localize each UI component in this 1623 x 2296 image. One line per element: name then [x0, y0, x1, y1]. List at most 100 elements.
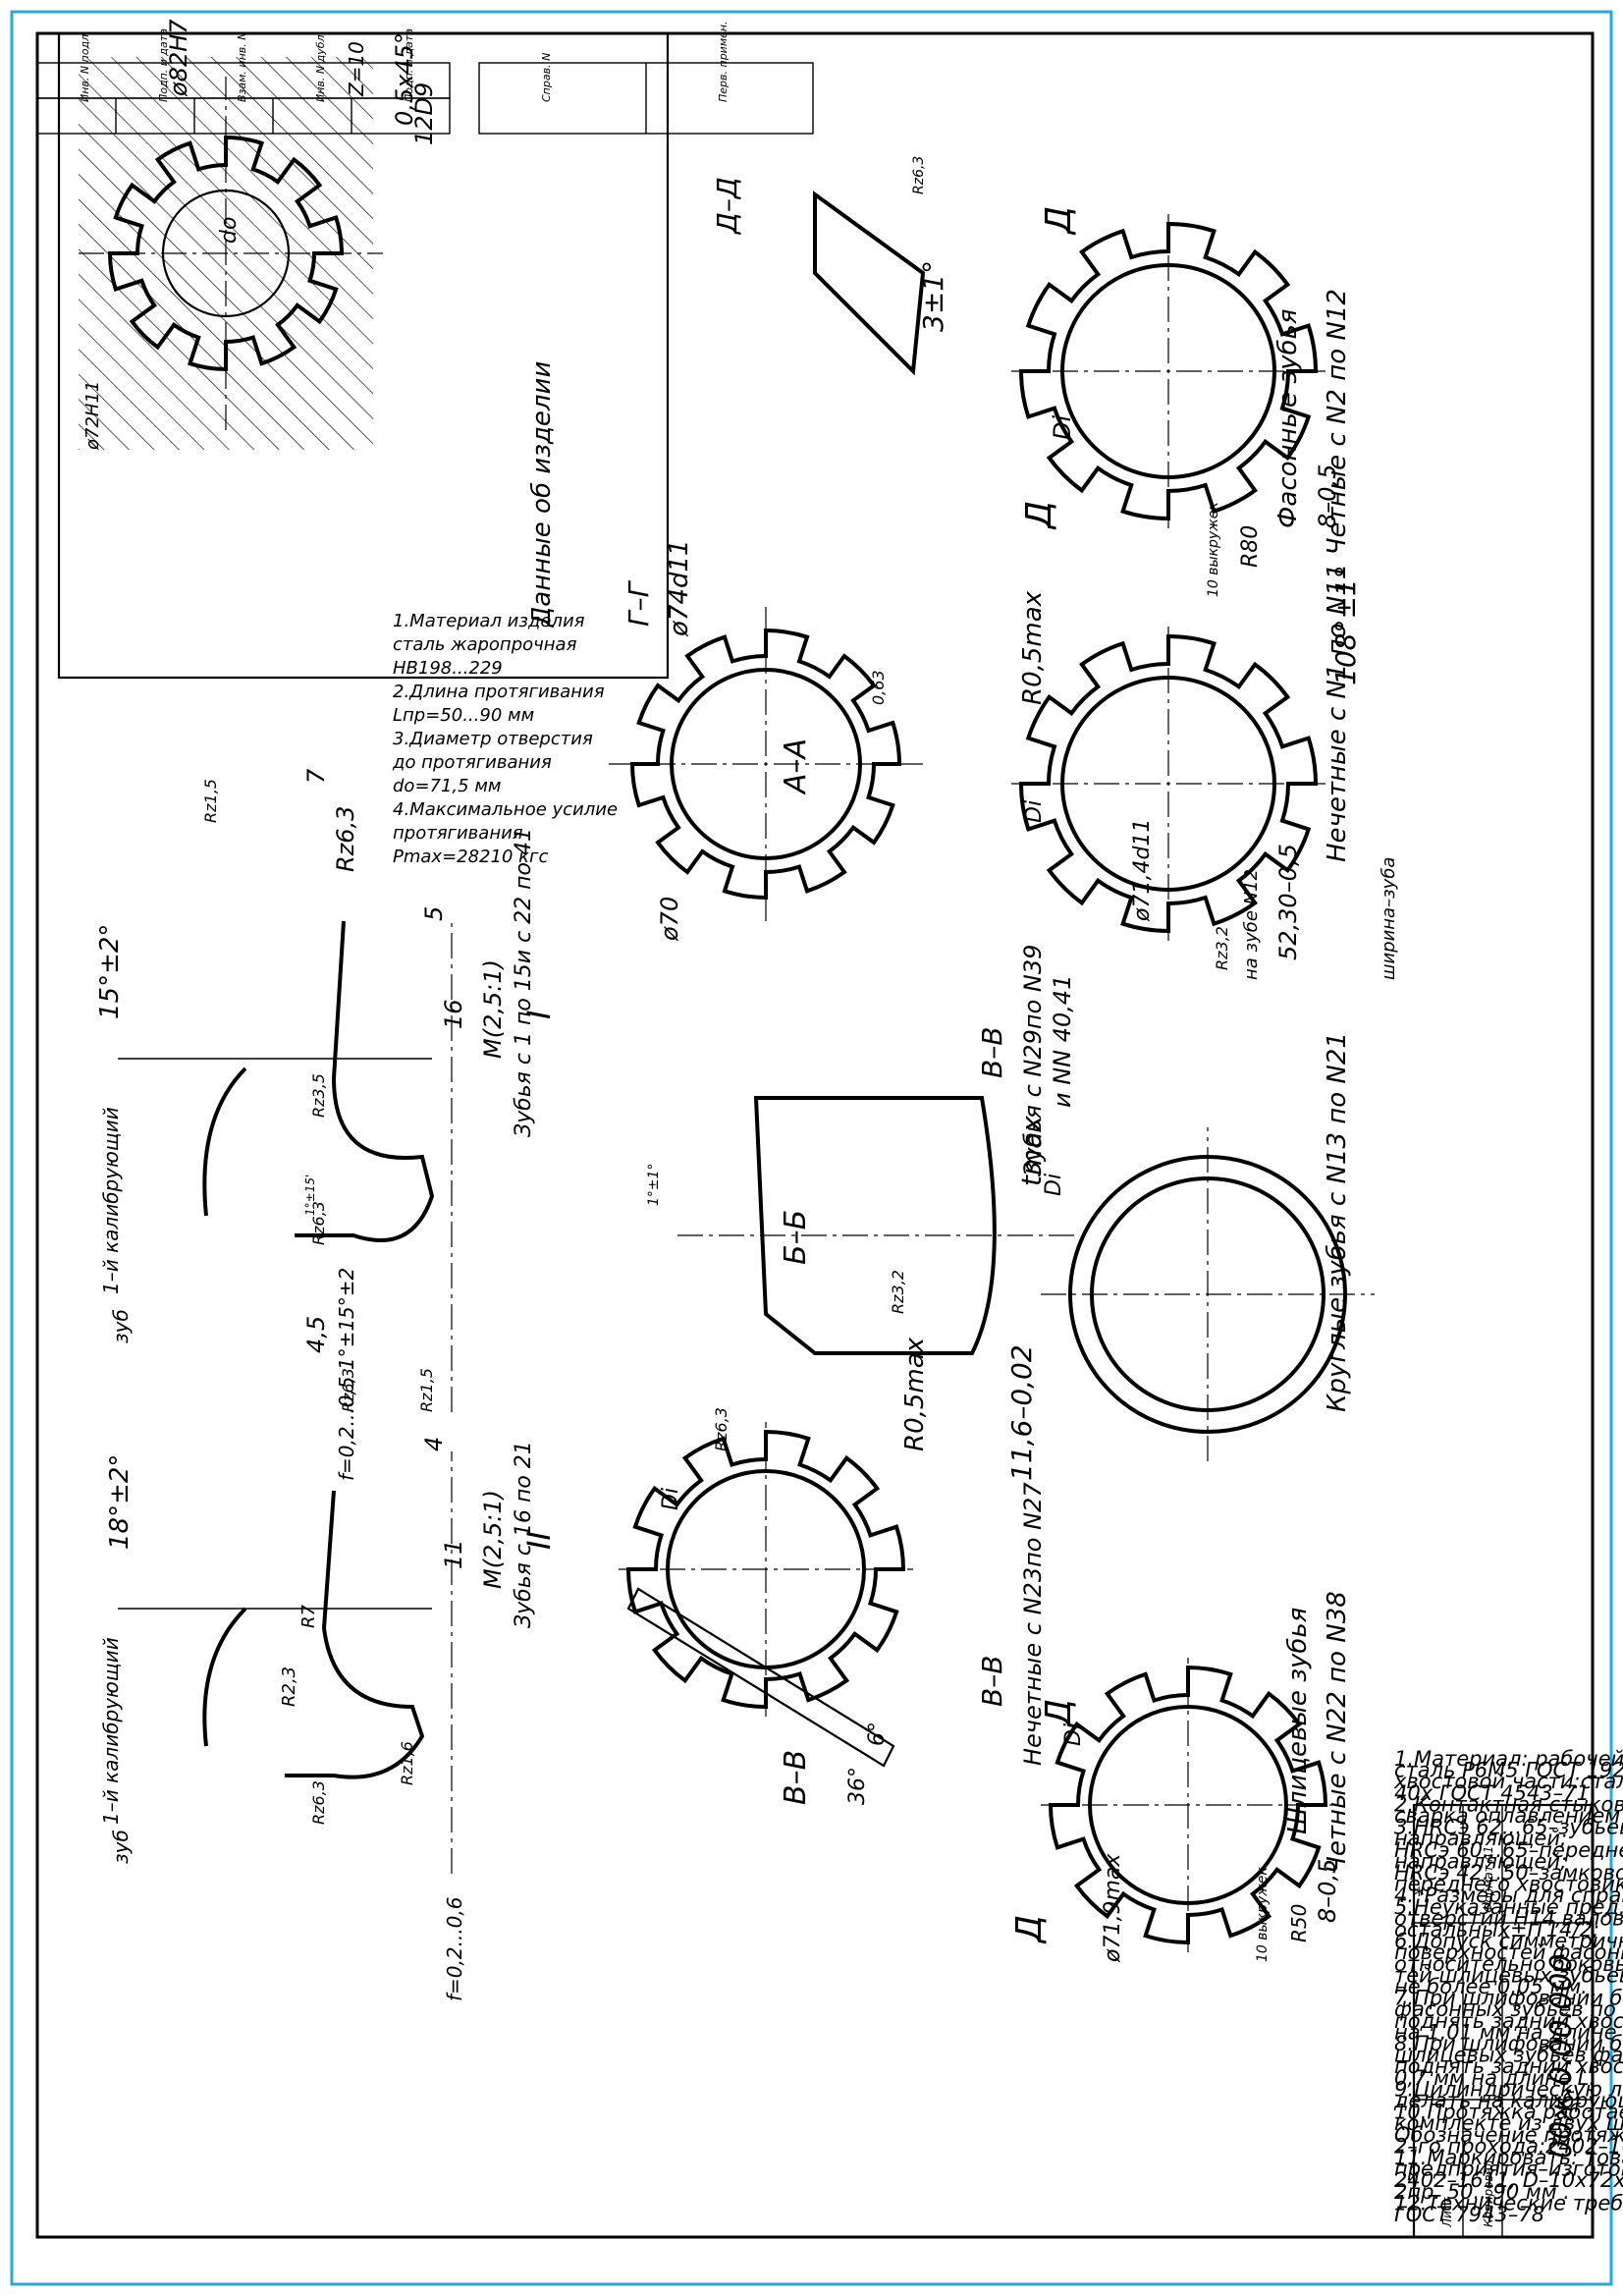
rz35-i: Rz3,5 [309, 1073, 328, 1118]
note-line: отверстий H14,валов h14; [1394, 1906, 1623, 1930]
section-vv-caption-2: Четные с N22 по N38 [1323, 1591, 1352, 1874]
format-label: Формат A1 [1482, 1846, 1495, 1913]
product-data-item: do=71,5 мм [393, 776, 501, 796]
detail-ii-teeth: Зубья с 16 по 21 [512, 1441, 536, 1628]
product-data-item: 4.Максимальное усилие [393, 799, 618, 820]
dim-r50: R50 [1287, 1904, 1311, 1942]
dim-d82: ø82H7 [165, 19, 192, 97]
dim-w8: 8–0,5 [1314, 465, 1341, 528]
note-line: 5.Неуказанные пред. откл. размеров: [1394, 1895, 1623, 1919]
outer-border [10, 10, 1613, 2286]
stamp-label-7: Перв. примен. [717, 21, 730, 102]
dim-z: Z=10 [345, 41, 368, 97]
note-line: 9.Цилиндрическую ленточку f [1394, 2077, 1623, 2101]
section-vb-title: В–В [976, 1027, 1008, 1078]
note-line: 7.При шлифовании боковых поверхн. [1394, 1987, 1623, 2010]
calib-i: 1–й калибрующий [99, 1107, 123, 1294]
section-vv-view: 8–0,5 R50 10 выкружек ø71,9max Д Д Di [1009, 1658, 1341, 1963]
note-line: 4.*Размеры для справок [1394, 1884, 1623, 1907]
note-line: 11.Маркировать: товарный знак [1394, 2146, 1623, 2169]
workpiece-section: ø82H7 ø72H11 Z=10 0,5x45° 12D9 do [79, 19, 438, 451]
detail-i-teeth: Зубья с 1 по 15и с 22 по 41 [512, 828, 536, 1137]
note-line: предприятия–изготовителя, [1394, 2158, 1623, 2181]
stamp-label-5: Подп. и дата [403, 28, 415, 102]
dim-d16: 16 [440, 999, 467, 1029]
note-line: 6.Допуск симметричности боковых [1394, 1930, 1623, 1953]
dim-w8-b: 8–0,5 [1314, 1859, 1341, 1923]
calib-ii: 1–й калибрующий [99, 1637, 123, 1825]
dim-r80: R80 [1238, 525, 1263, 568]
note-line: фасонных зубьев по варианту 2 [1394, 1997, 1623, 2021]
section-gg-view: ø74d11 0,63 ø70 [609, 539, 923, 942]
dim-ang52: 52,30–0,5 [1274, 844, 1302, 960]
section-v2-caption: Нечетные с N23по N27 [1019, 1482, 1047, 1766]
rz63-v: Rz6,3 [712, 1407, 730, 1451]
dim-d45: 4,5 [302, 1316, 330, 1353]
section-aa-title: А–А [779, 738, 813, 795]
technical-requirements: 1.Материал: рабочей части – сталь Р6М5 Г… [1393, 1747, 1623, 2226]
dim-f2: f=0,2...0,6 [443, 1897, 466, 2001]
rz63-i2: Rz6,3 [309, 1201, 328, 1245]
section-bb-caption: Круглые зубья с N13 по N21 [1323, 1032, 1352, 1412]
note-line: хвостовой части:сталь марки [1393, 1770, 1623, 1793]
note-line: остальных±IT14/2; [1394, 1918, 1599, 1941]
note-line: 10.Протяжка работает в [1394, 2101, 1623, 2124]
note-line: HRCэ 60...65–передней [1394, 1838, 1623, 1862]
dim-r05-b: R0,5max [900, 1337, 930, 1451]
detail-ii-title: II [520, 1531, 558, 1550]
dim-cuts10: 10 выкружек [1206, 502, 1221, 597]
note-line: 12.Технические требования–по [1394, 2191, 1623, 2214]
note-line: поверхностей фасонных зубьев [1394, 1941, 1623, 1964]
dim-ang108: 108°±1° [1329, 565, 1362, 685]
detail-i: 7 Rz6,3 Rz1,5 5 16 15°±2° Rz3,5 Rz6,3 1°… [95, 768, 467, 1481]
section-aa-caption-2: Нечетные с N1 по N11 Четные с N2 по N12 [1323, 289, 1352, 862]
product-data-item: 1.Материал изделия [393, 611, 585, 631]
detail-i-title: I [520, 1011, 558, 1019]
dim-di-4: Di [1061, 1723, 1086, 1746]
section-v2-title: В–В [976, 1656, 1008, 1707]
dim-di-2: Di [1022, 800, 1047, 823]
note-line: 40х ГОСТ 4543–71 [1394, 1781, 1590, 1805]
detail-i-scale: M(2,5:1) [479, 959, 507, 1059]
dim-d7140: ø71,4d11 [1130, 819, 1155, 922]
dim-cuts10-b: 10 выкружек [1255, 1867, 1271, 1962]
dim-ang1: 1°±1° [646, 1163, 662, 1206]
note-line: не более 0,05 мм. [1394, 1975, 1588, 1998]
rz32-a: Rz3,2 [1213, 926, 1231, 970]
dim-w12: 12D9 [410, 82, 438, 145]
dim-r7: R7 [298, 1604, 319, 1628]
detail-ii: 4,5 Rz6,3 Rz1,5 4 11 18°±2° R7 R2,3 Rz1,… [99, 1316, 467, 2001]
section-dd-title: Д–Д [711, 177, 743, 236]
dim-r05-a: R0,5max [1018, 590, 1048, 705]
section-vb-caption-2: и NN 40,41 [1049, 975, 1076, 1108]
section-bb-title: Б–Б [779, 1210, 813, 1265]
rz63-i: Rz6,3 [332, 806, 359, 872]
note-line: сварка оплавлением [1394, 1804, 1620, 1828]
section-aa-caption-1: Фасонные зубья [1273, 308, 1303, 528]
section-gg-title: Г–Г [622, 579, 655, 627]
dim-h116: 11,6–0,02 [1005, 1344, 1038, 1481]
product-data-item: 3.Диаметр отверстия [393, 729, 593, 749]
note-line: направляющей; [1394, 1827, 1567, 1850]
note-line: 2402–1611, D–10x72x82H7x12D9, [1394, 2168, 1623, 2192]
rz15-ii: Rz1,5 [417, 1368, 436, 1412]
dim-ang3: 3±1° [917, 260, 949, 332]
note-line: шлицевых зубьев фасонным кругом [1394, 2044, 1623, 2067]
dim-f063: 0,63 [869, 670, 888, 705]
product-data-title: Данные об изделии [527, 361, 557, 628]
drawing-frame [35, 31, 1595, 2239]
stamp-label-6: Справ. N [540, 53, 553, 102]
dim-d74: ø74d11 [665, 539, 694, 637]
dim-ang18: 18°±2° [105, 1454, 135, 1550]
dim-do: do [217, 217, 242, 244]
cut-label-d1: Д [1039, 206, 1079, 236]
note-line: 3.HRCэ 62...65–зубьев и задней [1394, 1816, 1623, 1839]
title-block: 00ж.0.00.000 Лист Копировал Формат A1 [1412, 1803, 1595, 2239]
note-line: делать на калибрующих зубьях [1393, 2089, 1623, 2112]
note-line: переднего хвостовика [1394, 1873, 1623, 1896]
note-line: HRCэ 42...50–замковой части [1394, 1861, 1623, 1885]
note-line: поднять задний хвостовик на [1394, 2054, 1623, 2078]
